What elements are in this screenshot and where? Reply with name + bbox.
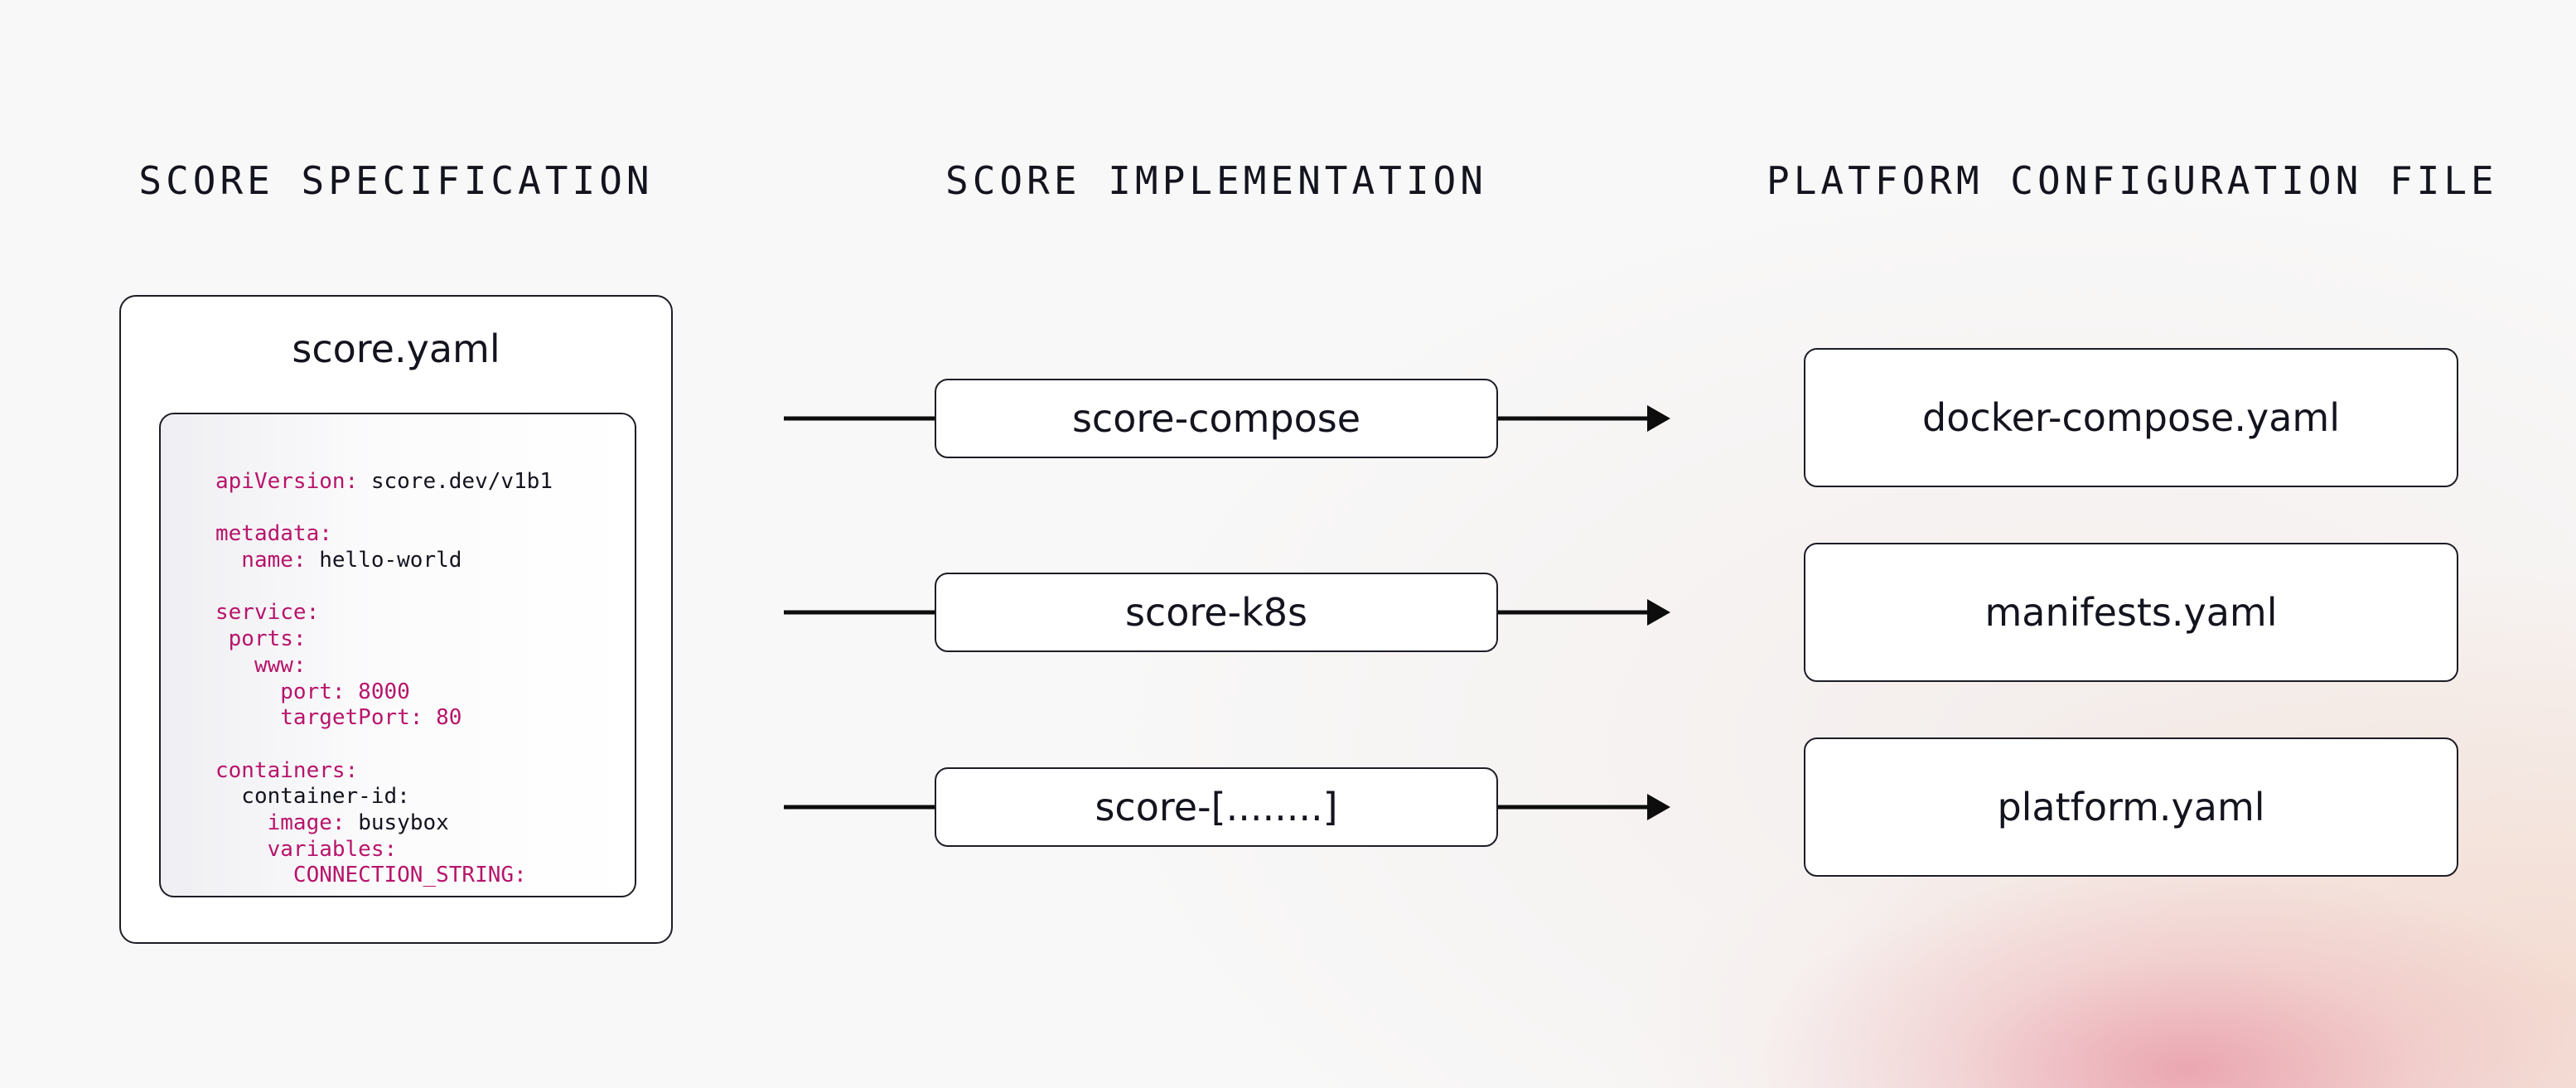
heading-score-specification: SCORE SPECIFICATION: [138, 158, 654, 203]
code-key: port: 8000: [215, 679, 410, 704]
code-line: container-id:: [215, 784, 553, 810]
code-value: busybox: [345, 810, 449, 835]
code-key: ports:: [215, 626, 307, 652]
heading-platform-configuration-file: PLATFORM CONFIGURATION FILE: [1766, 158, 2498, 203]
code-key: name:: [215, 548, 307, 573]
score-spec-card: score.yaml apiVersion: score.dev/v1b1 met…: [119, 295, 673, 944]
code-value: hello-world: [306, 548, 462, 573]
code-line: ports:: [215, 626, 553, 653]
code-value: container-id:: [215, 784, 410, 810]
impl-score-compose: score-compose: [935, 379, 1498, 458]
impl-score-custom: score-[........]: [935, 767, 1498, 847]
code-key: service:: [215, 600, 320, 626]
code-line: image: busybox: [215, 810, 553, 837]
code-line: name: hello-world: [215, 548, 553, 574]
arrow-head-2: [1647, 599, 1670, 626]
output-docker-compose-yaml: docker-compose.yaml: [1804, 348, 2458, 487]
code-line: variables:: [215, 837, 553, 863]
code-line: www:: [215, 653, 553, 679]
code-key: targetPort: 80: [215, 705, 462, 731]
code-line: metadata:: [215, 521, 553, 548]
code-key: metadata:: [215, 521, 332, 547]
output-platform-yaml: platform.yaml: [1804, 737, 2458, 877]
code-key: containers:: [215, 757, 359, 783]
heading-score-implementation: SCORE IMPLEMENTATION: [945, 158, 1487, 203]
arrow-head-1: [1647, 405, 1670, 432]
code-key: www:: [215, 652, 307, 678]
impl-score-k8s: score-k8s: [935, 573, 1498, 652]
yaml-code: apiVersion: score.dev/v1b1 metadata: name…: [215, 469, 553, 889]
code-key: variables:: [215, 836, 398, 862]
code-value: score.dev/v1b1: [358, 469, 553, 494]
code-line: containers:: [215, 758, 553, 785]
code-line: targetPort: 80: [215, 705, 553, 732]
code-key: image:: [215, 810, 346, 835]
code-key: CONNECTION_STRING:: [215, 863, 527, 888]
code-block: apiVersion: score.dev/v1b1 metadata: name…: [159, 413, 636, 897]
code-line: port: 8000: [215, 679, 553, 706]
code-key: apiVersion:: [215, 469, 359, 494]
code-line: service:: [215, 600, 553, 626]
code-line: CONNECTION_STRING:: [215, 863, 553, 889]
output-manifests-yaml: manifests.yaml: [1804, 543, 2458, 682]
spec-filename: score.yaml: [292, 326, 500, 371]
code-line: apiVersion: score.dev/v1b1: [215, 469, 553, 496]
arrow-head-3: [1647, 794, 1670, 820]
